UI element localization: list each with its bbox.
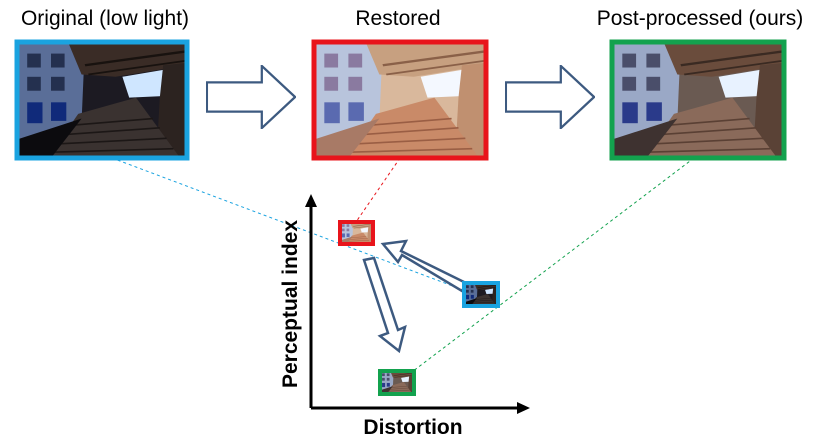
connector-post-processed xyxy=(403,157,695,379)
arrow-restored-to-post-processed xyxy=(505,65,595,129)
y-axis-label: Perceptual index xyxy=(279,220,302,388)
restored-point-thumbnail xyxy=(340,222,373,244)
arrow-original-to-restored xyxy=(206,65,296,129)
arrow-restored-to-post-processed-point xyxy=(362,256,407,354)
original-image-frame xyxy=(14,39,190,161)
post-processed-point-thumbnail xyxy=(380,371,414,394)
arrow-original-to-restored-point xyxy=(380,239,468,293)
caption-post-processed: Post-processed (ours) xyxy=(597,7,804,30)
post-processed-image-frame xyxy=(609,39,787,161)
connector-original xyxy=(111,157,475,295)
y-axis-arrowhead xyxy=(305,194,317,207)
caption-original: Original (low light) xyxy=(21,7,189,30)
post-processed-point-marker xyxy=(378,369,416,396)
original-point-thumbnail xyxy=(464,283,498,306)
original-point-marker xyxy=(462,281,500,308)
x-axis-arrowhead xyxy=(517,402,530,414)
caption-restored: Restored xyxy=(355,7,440,30)
post-processed-image xyxy=(612,42,784,158)
original-low-light-image xyxy=(17,42,187,158)
x-axis-label: Distortion xyxy=(363,416,462,439)
restored-image xyxy=(314,42,486,158)
restored-point-marker xyxy=(338,220,375,246)
connector-restored xyxy=(355,157,401,223)
